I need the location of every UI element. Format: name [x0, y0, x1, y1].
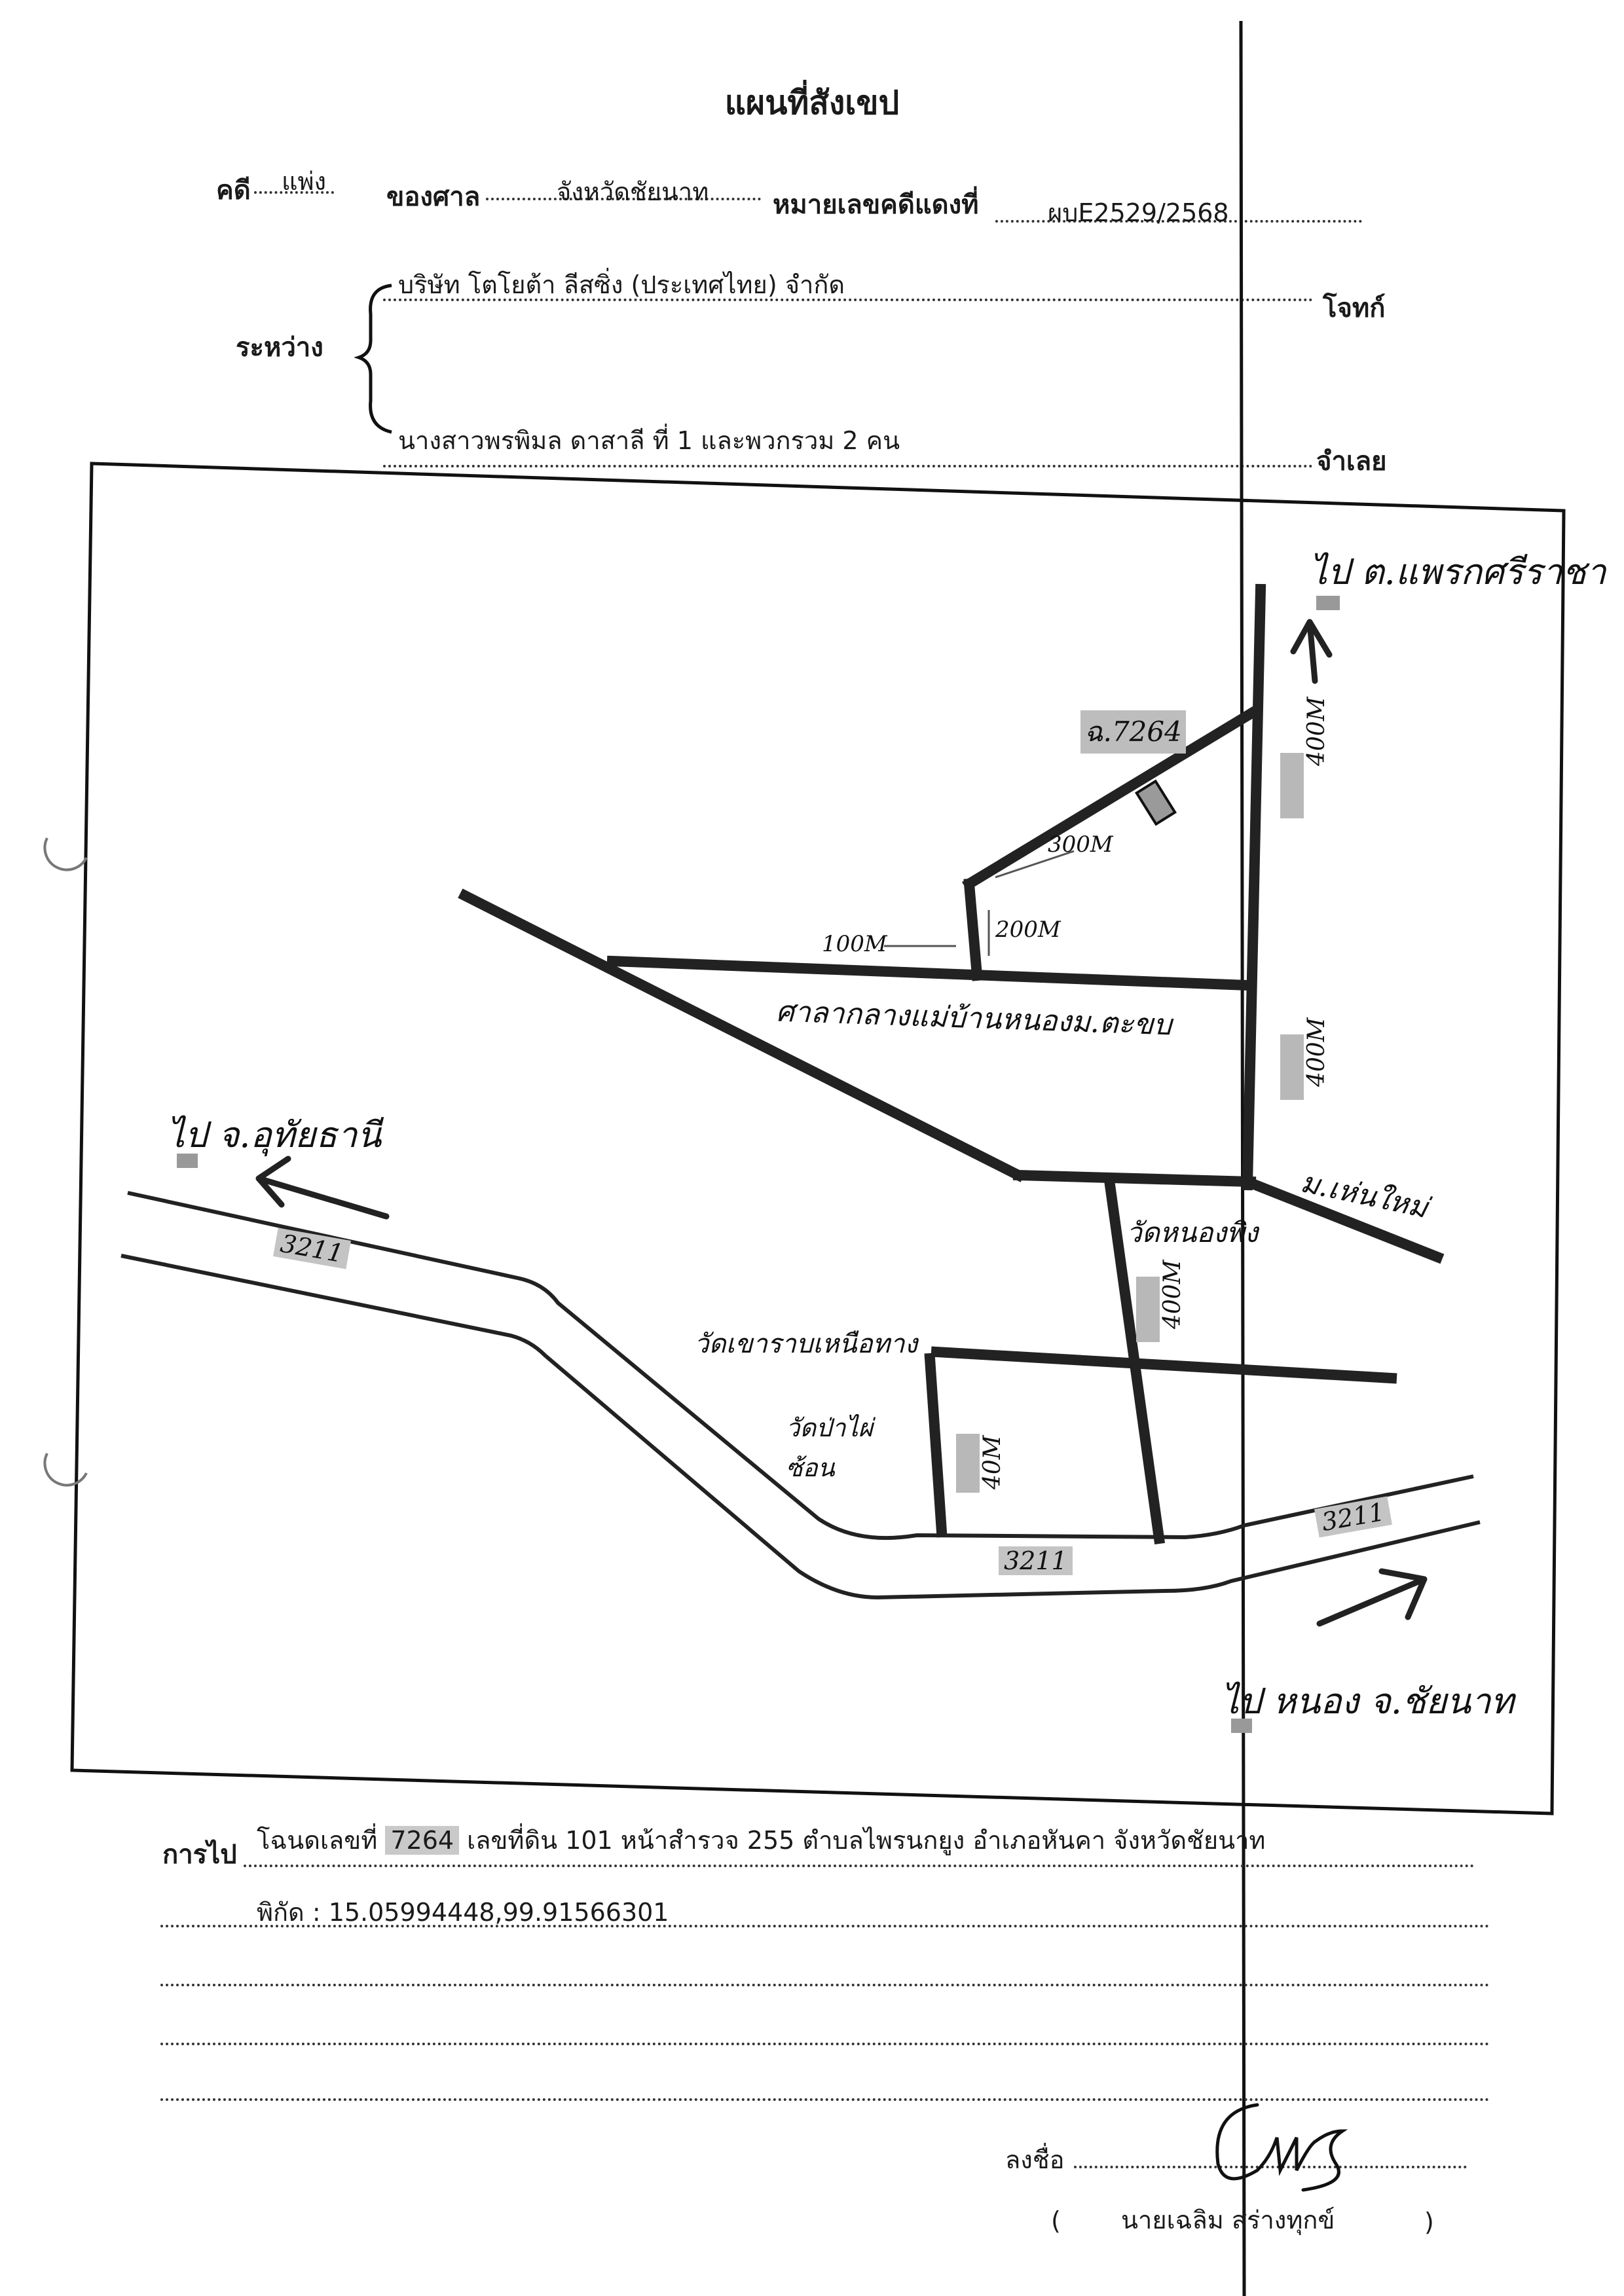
- red-number-value: ผบE2529/2568: [1048, 198, 1229, 227]
- route-label: การไป: [162, 1840, 237, 1870]
- label-to-north: ไป ต.แพรกศรีราชา: [1310, 551, 1606, 592]
- court-label: ของศาล: [386, 182, 481, 212]
- red-number-dots: [995, 220, 1362, 223]
- map-frame: [70, 462, 1566, 1815]
- label-dist-200: 200M: [995, 917, 1061, 943]
- signature-scribble: [1215, 2103, 1348, 2192]
- defendant-dots: [383, 465, 1313, 467]
- sign-label: ลงชื่อ: [1005, 2145, 1065, 2174]
- west-highlight: [177, 1154, 198, 1168]
- north-arrow: [1290, 619, 1333, 684]
- dist-300-arrow: [995, 850, 1075, 879]
- diagonal-road-west: [458, 888, 1025, 1182]
- route-deed-number: 7264: [385, 1826, 460, 1855]
- signer-name: นายเฉลิม สร่างทุกข์: [1121, 2206, 1335, 2234]
- dist-400a-highlight: [1280, 753, 1304, 818]
- plaintiff-name: บริษัท โตโยต้า ลีสซิ่ง (ประเทศไทย) จำกัด: [398, 270, 845, 299]
- label-dist-400-north: 400M: [1303, 697, 1330, 766]
- route-dots-1: [244, 1865, 1475, 1867]
- court-name-value: จังหวัดชัยนาท: [557, 177, 709, 206]
- east-highlight: [1231, 1719, 1252, 1733]
- label-dist-400-mid: 400M: [1303, 1017, 1330, 1087]
- label-to-east: ไป หนอง จ.ชัยนาท: [1221, 1681, 1515, 1722]
- label-dist-40: 40M: [979, 1435, 1006, 1489]
- sign-dots: [1074, 2166, 1467, 2168]
- defendant-label: จำเลย: [1316, 446, 1387, 477]
- route-dots-2: [160, 1925, 1490, 1927]
- west-arrow: [255, 1156, 390, 1220]
- between-label: ระหว่าง: [236, 333, 323, 363]
- road-to-new-village: [1240, 1175, 1445, 1264]
- label-dist-400-south: 400M: [1159, 1260, 1186, 1329]
- label-temple-khao-rap: วัดเขาราบเหนือทาง: [694, 1329, 918, 1359]
- plot-road-stub: [963, 878, 983, 981]
- label-temple-pa-phai: วัดป่าไผ่ ซ้อน: [786, 1413, 873, 1482]
- label-temple-nong-phing: วัดหนองพิง: [1126, 1216, 1259, 1248]
- route-dots-5: [160, 2098, 1490, 2101]
- label-dist-300: 300M: [1048, 831, 1113, 858]
- plaintiff-dots: [383, 299, 1313, 301]
- defendant-name: นางสาวพรพิมล ดาสาลี ที่ 1 และพวกรวม 2 คน: [398, 426, 900, 455]
- highway-3211-north-edge: [127, 1191, 1474, 1540]
- highway-3211-south-edge: [120, 1254, 1481, 1600]
- case-type-value: แพ่ง: [282, 167, 327, 196]
- route-line-1: โฉนดเลขที่ 7264 เลขที่ดิน 101 หน้าสำรวจ …: [257, 1820, 1265, 1860]
- route-text-detail: เลขที่ดิน 101 หน้าสำรวจ 255 ตำบลไพรนกยูง…: [467, 1826, 1266, 1855]
- plaintiff-label: โจทก์: [1323, 293, 1386, 323]
- label-dist-100: 100M: [822, 931, 887, 957]
- dist-400b-highlight: [1280, 1034, 1304, 1100]
- cross-road-north: [606, 955, 1253, 991]
- dist-40-highlight: [956, 1434, 980, 1493]
- label-plot-number: ฉ.7264: [1080, 710, 1186, 754]
- signer-open-paren: (: [1051, 2206, 1061, 2235]
- red-number-label: หมายเลขคดีแดงที่: [773, 190, 979, 220]
- punch-hole-upper: [43, 837, 88, 871]
- punch-hole-lower: [43, 1453, 88, 1487]
- plot-marker: [1134, 779, 1177, 826]
- cross-road-temples: [931, 1346, 1397, 1384]
- between-brace: [354, 283, 392, 434]
- court-name-dots: [486, 198, 761, 200]
- route-text-deed-label: โฉนดเลขที่: [257, 1826, 378, 1855]
- case-label: คดี: [216, 175, 251, 206]
- road-to-3211-west: [924, 1353, 948, 1538]
- north-highlight: [1316, 596, 1340, 610]
- signer-close-paren: ): [1424, 2208, 1434, 2236]
- route-dots-4: [160, 2043, 1490, 2045]
- case-type-dots: [254, 191, 334, 194]
- dist-400c-highlight: [1136, 1277, 1160, 1342]
- plot-road-diagonal: [962, 706, 1258, 891]
- scan-fold-line: [1239, 20, 1246, 2296]
- label-highway-3211-center: 3211: [999, 1546, 1073, 1575]
- east-arrow: [1316, 1568, 1428, 1627]
- cross-road-south: [1012, 1169, 1257, 1188]
- page-title: แผนที่สังเขป: [724, 84, 900, 122]
- route-dots-3: [160, 1984, 1490, 1986]
- label-to-west: ไป จ.อุทัยธานี: [167, 1114, 382, 1156]
- main-north-road: [1242, 583, 1266, 1191]
- route-coordinates: พิกัด : 15.05994448,99.91566301: [257, 1898, 669, 1927]
